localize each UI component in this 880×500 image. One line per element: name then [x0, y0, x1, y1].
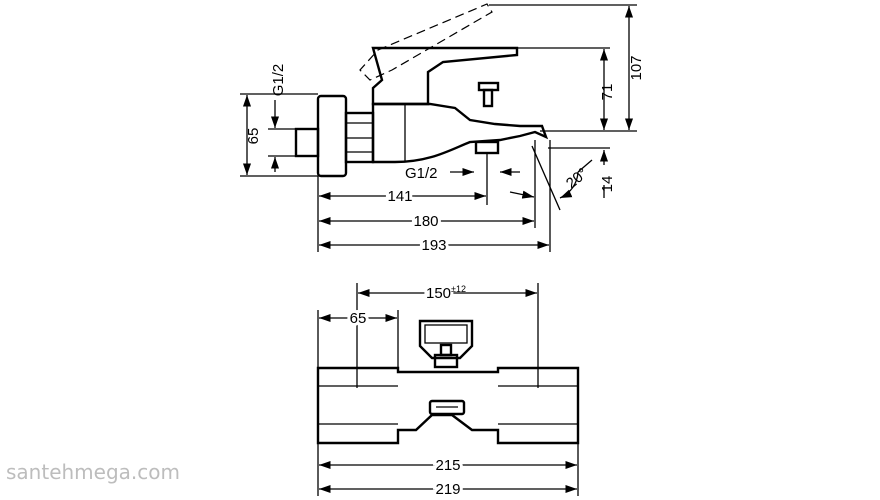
dim-219: 219: [435, 481, 460, 498]
side-view: 107 71 14 65 G1/2 G1/2 20° 141 180 193: [240, 3, 645, 257]
dim-150-tolerance: ±12: [451, 284, 466, 294]
mixer-body: [371, 102, 549, 164]
dim-71: 71: [599, 84, 616, 101]
dim-65-side: 65: [245, 128, 262, 145]
escutcheon: [316, 94, 348, 178]
dim-65-front: 65: [350, 310, 367, 327]
dim-107: 107: [628, 55, 645, 80]
dim-215: 215: [435, 457, 460, 474]
lever-front: [418, 319, 474, 360]
dim-141: 141: [387, 188, 412, 205]
aerator: [428, 399, 466, 416]
lever-raised-position: [359, 3, 493, 81]
dim-193: 193: [421, 237, 446, 254]
dim-180: 180: [413, 213, 438, 230]
front-view: 150 ±12 65 215 219: [316, 282, 580, 500]
thread-bottom: G1/2: [405, 165, 438, 182]
front-body: [316, 366, 580, 445]
hose-connection: [474, 140, 500, 155]
lever-handle: [371, 46, 519, 106]
thread-left: G1/2: [270, 64, 287, 97]
dim-150: 150: [426, 285, 451, 302]
wall-pipe: [294, 127, 320, 158]
diverter-stem: [482, 88, 494, 108]
watermark: santehmega.com: [6, 460, 180, 484]
angle-20: 20°: [563, 165, 591, 193]
dim-14: 14: [599, 176, 616, 193]
